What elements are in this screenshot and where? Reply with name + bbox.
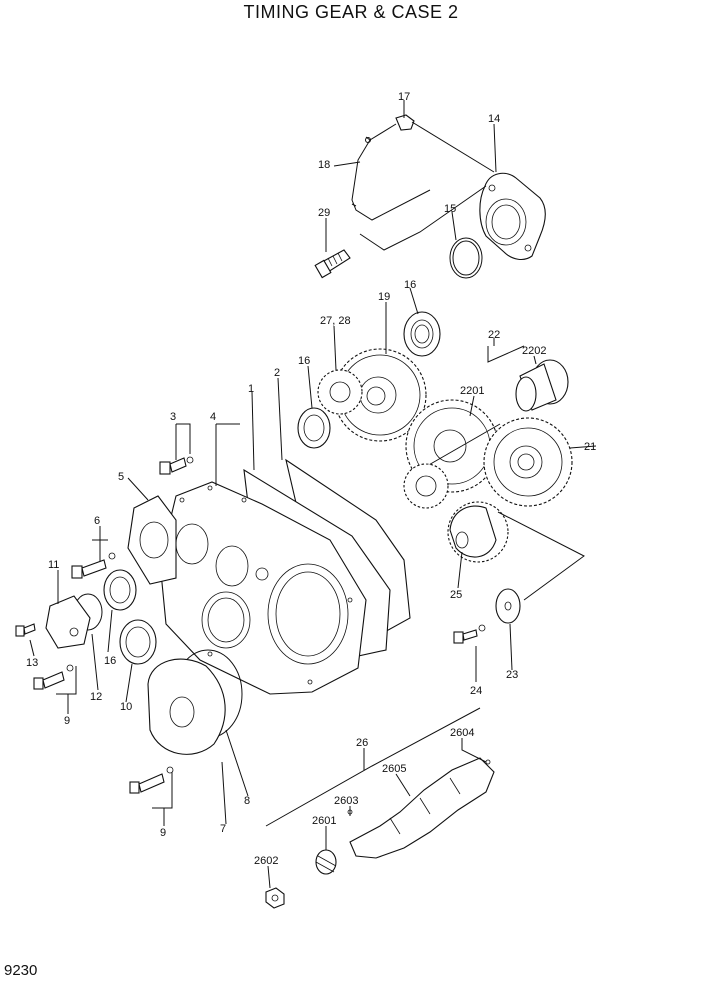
callout-25: 25 — [450, 589, 462, 601]
callout-2602: 2602 — [254, 855, 278, 867]
small-gear — [403, 463, 449, 509]
cover-7 — [147, 658, 226, 755]
callout-26: 26 — [356, 737, 368, 749]
housing-5 — [127, 495, 177, 585]
bearing-16-left — [103, 569, 137, 611]
cover-11 — [45, 595, 91, 649]
callout-9: 9 — [64, 715, 70, 727]
cover-14 — [479, 172, 546, 261]
callout-16: 16 — [404, 279, 416, 291]
callout-17: 17 — [398, 91, 410, 103]
bolt-3 — [159, 456, 194, 475]
callout-15: 15 — [444, 203, 456, 215]
callout-24: 24 — [470, 685, 482, 697]
callout-11: 11 — [48, 559, 59, 571]
callout-16: 16 — [298, 355, 310, 367]
callout-21: 21 — [584, 441, 596, 453]
callout-16: 16 — [104, 655, 116, 667]
bolt-9-lower — [129, 766, 174, 794]
callout-2202: 2202 — [522, 345, 546, 357]
callout-2605: 2605 — [382, 763, 406, 775]
gear-25 — [447, 501, 509, 563]
bolt-13 — [15, 623, 36, 637]
leader-lines — [29, 100, 597, 889]
gear-case-4 — [159, 481, 367, 695]
callout-2604: 2604 — [450, 727, 474, 739]
gear-27-28 — [317, 369, 363, 415]
gear-21 — [483, 417, 573, 507]
callout-10: 10 — [120, 701, 132, 713]
callout-22: 22 — [488, 329, 500, 341]
callout-23: 23 — [506, 669, 518, 681]
callout-19: 19 — [378, 291, 390, 303]
callout-27-28: 27, 28 — [320, 315, 351, 327]
wire-harness-18 — [351, 123, 431, 221]
callout-7: 7 — [220, 823, 226, 835]
page-title: TIMING GEAR & CASE 2 — [243, 2, 459, 22]
callout-18: 18 — [318, 159, 330, 171]
callout-3: 3 — [170, 411, 176, 423]
callout-4: 4 — [210, 411, 216, 423]
callout-12: 12 — [90, 691, 102, 703]
callout-2601: 2601 — [312, 815, 336, 827]
bushing-2202 — [515, 359, 569, 412]
callout-5: 5 — [118, 471, 124, 483]
bolt-9-upper — [33, 664, 74, 690]
bearing-16-mid — [297, 407, 331, 449]
callout-2: 2 — [274, 367, 280, 379]
bearing-16-upper — [403, 311, 441, 357]
sensor-17 — [395, 114, 415, 131]
callout-6: 6 — [94, 515, 100, 527]
callout-29: 29 — [318, 207, 330, 219]
washer-23 — [495, 588, 521, 624]
callout-labels: 17 14 18 29 15 16 19 27, 28 22 2202 16 2… — [26, 91, 596, 867]
callout-9: 9 — [160, 827, 166, 839]
nut-2602 — [265, 887, 285, 909]
callout-13: 13 — [26, 657, 38, 669]
callout-2603: 2603 — [334, 795, 358, 807]
seal-10 — [119, 619, 157, 665]
callout-14: 14 — [488, 113, 500, 125]
callout-1: 1 — [248, 383, 254, 395]
bolt-6 — [71, 552, 116, 579]
crankshaft-2605 — [349, 757, 495, 859]
callout-8: 8 — [244, 795, 250, 807]
bolt-24 — [453, 624, 486, 644]
bolt-29 — [314, 249, 351, 279]
o-ring-15 — [449, 237, 483, 279]
page-code: 9230 — [4, 962, 38, 979]
callout-2201: 2201 — [460, 385, 484, 397]
gear-2601 — [315, 849, 337, 875]
